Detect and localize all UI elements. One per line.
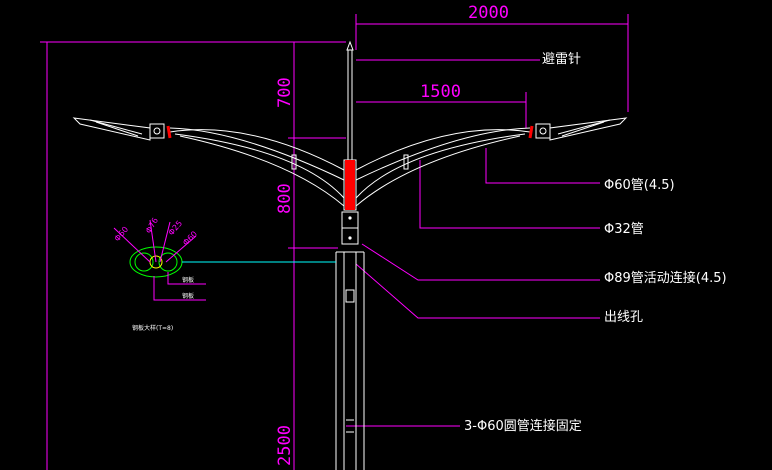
pole — [335, 40, 365, 470]
label-pipe-60: Φ60管(4.5) — [604, 178, 675, 193]
label-lightning-rod: 避雷针 — [542, 52, 581, 67]
dimension-lines — [40, 14, 629, 470]
detail-note-1: 钢板 — [182, 276, 194, 284]
detail-phi-b: Φ76 — [144, 216, 160, 235]
dim-800: 800 — [275, 183, 295, 214]
right-red-joint — [528, 125, 534, 139]
label-pipe-32: Φ32管 — [604, 222, 644, 237]
dim-1500: 1500 — [420, 82, 461, 102]
label-cable-hole: 出线孔 — [604, 310, 643, 325]
lamp-arms — [169, 127, 531, 207]
left-luminaire — [72, 117, 165, 141]
dim-2500: 2500 — [275, 425, 295, 466]
detail-phi-c: Φ25 — [167, 219, 184, 237]
plate-detail — [113, 219, 336, 301]
detail-caption: 钢板大样(T=8) — [132, 324, 173, 332]
right-luminaire — [535, 117, 628, 141]
pole-bolts — [348, 216, 352, 240]
left-red-joint — [166, 125, 172, 139]
dim-2000: 2000 — [468, 3, 509, 23]
dim-700: 700 — [275, 77, 295, 108]
label-pipe-89: Φ89管活动连接(4.5) — [604, 270, 727, 286]
detail-note-2: 钢板 — [182, 292, 194, 300]
detail-phi-d: Φ60 — [181, 229, 199, 247]
label-fixing: 3-Φ60圆管连接固定 — [464, 418, 582, 434]
red-pole-segment — [345, 160, 355, 210]
